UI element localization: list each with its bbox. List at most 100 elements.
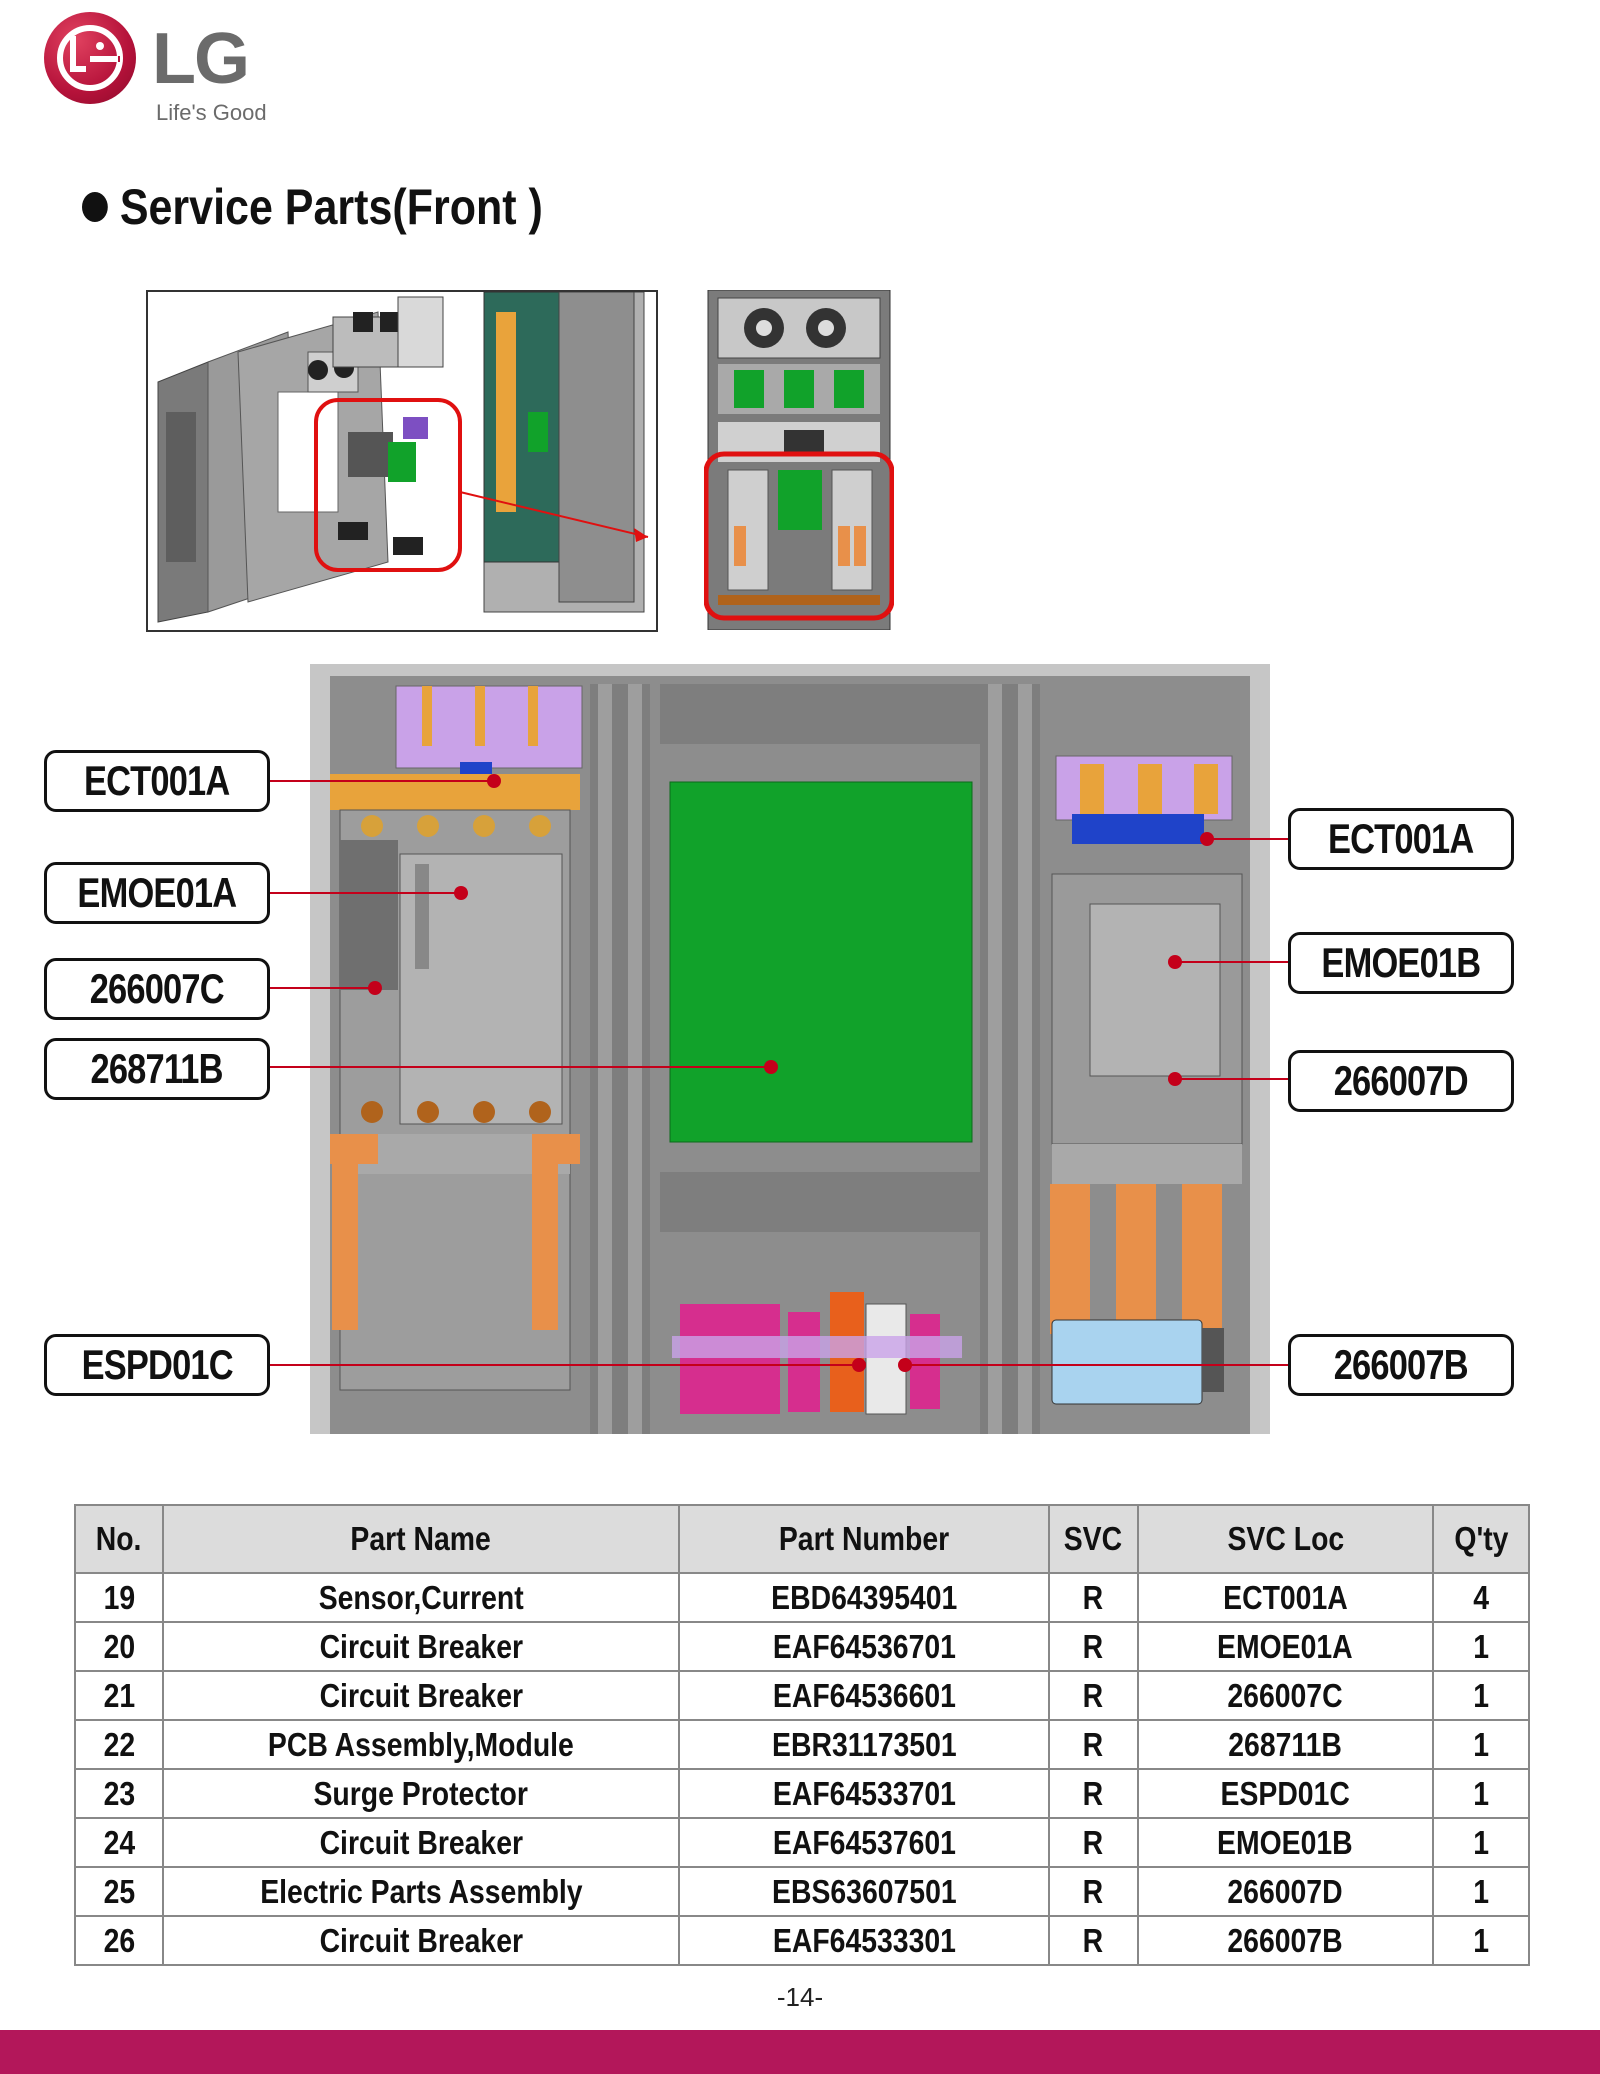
table-row: 22 PCB Assembly,Module EBR31173501 R 268711B… bbox=[74, 1719, 1530, 1770]
cell-value: Surge Protector bbox=[313, 1774, 529, 1812]
lg-logo: LG Life's Good bbox=[44, 12, 284, 132]
cell-qty: 1 bbox=[1432, 1768, 1530, 1819]
header-qty: Q'ty bbox=[1432, 1504, 1530, 1574]
leader-line bbox=[270, 987, 378, 989]
cell-value: R bbox=[1082, 1725, 1104, 1763]
callout-emoe01a: EMOE01A bbox=[44, 862, 270, 924]
cell-value: 24 bbox=[103, 1823, 135, 1861]
cell-qty: 1 bbox=[1432, 1817, 1530, 1868]
cell-value: Circuit Breaker bbox=[319, 1823, 523, 1861]
cell-part-name: Circuit Breaker bbox=[161, 1817, 681, 1868]
cell-value: 22 bbox=[103, 1725, 135, 1763]
cell-value: 266007B bbox=[1227, 1921, 1343, 1959]
header-svc: SVC bbox=[1047, 1504, 1139, 1574]
cell-value: 268711B bbox=[1228, 1725, 1343, 1763]
cell-value: R bbox=[1082, 1578, 1104, 1616]
cell-value: ESPD01C bbox=[1220, 1774, 1351, 1812]
callout-espd01c: ESPD01C bbox=[44, 1334, 270, 1396]
leader-dot bbox=[1200, 832, 1214, 846]
section-title: Service Parts(Front ) bbox=[82, 178, 543, 236]
cell-value: Circuit Breaker bbox=[319, 1921, 523, 1959]
cell-svc-loc: 266007D bbox=[1136, 1866, 1435, 1917]
cell-qty: 4 bbox=[1432, 1572, 1530, 1623]
callout-266007d: 266007D bbox=[1288, 1050, 1514, 1112]
callout-ect001a-left: ECT001A bbox=[44, 750, 270, 812]
cell-svc-loc: ECT001A bbox=[1136, 1572, 1435, 1623]
cell-value: Circuit Breaker bbox=[319, 1676, 523, 1714]
leader-line bbox=[270, 780, 494, 782]
cell-value: 26 bbox=[103, 1921, 135, 1959]
leader-dot bbox=[1168, 955, 1182, 969]
callout-label: ECT001A bbox=[1328, 815, 1474, 862]
cell-value: EBS63607501 bbox=[771, 1872, 957, 1910]
leader-dot bbox=[368, 981, 382, 995]
cell-part-name: Circuit Breaker bbox=[161, 1621, 681, 1672]
cell-no: 26 bbox=[74, 1915, 164, 1966]
cell-part-number: EAF64537601 bbox=[678, 1817, 1050, 1868]
cell-part-name: Sensor,Current bbox=[161, 1572, 681, 1623]
callout-label: EMOE01A bbox=[77, 869, 238, 916]
lg-logo-icon bbox=[44, 12, 136, 104]
cell-value: R bbox=[1082, 1627, 1104, 1665]
cell-part-number: EBR31173501 bbox=[678, 1719, 1050, 1770]
header-part-name: Part Name bbox=[161, 1504, 681, 1574]
cell-part-name: Surge Protector bbox=[161, 1768, 681, 1819]
cell-svc: R bbox=[1047, 1670, 1139, 1721]
callout-266007c: 266007C bbox=[44, 958, 270, 1020]
table-row: 23 Surge Protector EAF64533701 R ESPD01C 1 bbox=[74, 1768, 1530, 1819]
cell-value: EAF64533301 bbox=[772, 1921, 956, 1959]
callout-label: ESPD01C bbox=[81, 1341, 233, 1388]
cell-svc: R bbox=[1047, 1719, 1139, 1770]
leader-dot bbox=[487, 774, 501, 788]
cell-qty: 1 bbox=[1432, 1621, 1530, 1672]
header-no: No. bbox=[74, 1504, 164, 1574]
cell-svc-loc: 266007B bbox=[1136, 1915, 1435, 1966]
cell-qty: 1 bbox=[1432, 1670, 1530, 1721]
cell-svc: R bbox=[1047, 1768, 1139, 1819]
cell-no: 19 bbox=[74, 1572, 164, 1623]
cell-no: 21 bbox=[74, 1670, 164, 1721]
brand-name: LG bbox=[152, 19, 250, 99]
callout-label: ECT001A bbox=[84, 757, 230, 804]
cell-value: PCB Assembly,Module bbox=[268, 1725, 575, 1763]
leader-line bbox=[270, 1066, 770, 1068]
cell-part-number: EBS63607501 bbox=[678, 1866, 1050, 1917]
leader-line bbox=[1206, 838, 1288, 840]
cell-value: 23 bbox=[103, 1774, 135, 1812]
cell-no: 25 bbox=[74, 1866, 164, 1917]
callout-emoe01b: EMOE01B bbox=[1288, 932, 1514, 994]
bullet-icon bbox=[82, 192, 108, 222]
cell-value: EAF64533701 bbox=[772, 1774, 956, 1812]
cell-value: 1 bbox=[1473, 1627, 1489, 1665]
table-header-row: No. Part Name Part Number SVC SVC Loc Q'… bbox=[74, 1504, 1530, 1574]
leader-line bbox=[270, 1364, 860, 1366]
cell-value: EBR31173501 bbox=[771, 1725, 957, 1763]
cell-value: R bbox=[1082, 1921, 1104, 1959]
cell-value: 20 bbox=[103, 1627, 135, 1665]
cell-svc-loc: EMOE01B bbox=[1136, 1817, 1435, 1868]
leader-dot bbox=[898, 1358, 912, 1372]
cell-svc: R bbox=[1047, 1572, 1139, 1623]
cell-no: 24 bbox=[74, 1817, 164, 1868]
callout-label: 266007B bbox=[1333, 1341, 1469, 1388]
cell-value: 19 bbox=[103, 1578, 135, 1616]
cell-part-number: EBD64395401 bbox=[678, 1572, 1050, 1623]
cell-svc-loc: ESPD01C bbox=[1136, 1768, 1435, 1819]
cell-value: 21 bbox=[103, 1676, 135, 1714]
cell-part-name: PCB Assembly,Module bbox=[161, 1719, 681, 1770]
callout-label: 266007D bbox=[1333, 1057, 1469, 1104]
leader-dot bbox=[852, 1358, 866, 1372]
cell-part-name: Circuit Breaker bbox=[161, 1670, 681, 1721]
cell-value: 1 bbox=[1473, 1676, 1489, 1714]
cell-value: ECT001A bbox=[1223, 1578, 1348, 1616]
cell-value: EAF64536601 bbox=[772, 1676, 956, 1714]
cell-part-number: EAF64533301 bbox=[678, 1915, 1050, 1966]
cell-value: EBD64395401 bbox=[770, 1578, 958, 1616]
cell-value: R bbox=[1082, 1774, 1104, 1812]
header-label: No. bbox=[96, 1520, 142, 1557]
cell-part-name: Electric Parts Assembly bbox=[161, 1866, 681, 1917]
cell-value: R bbox=[1082, 1676, 1104, 1714]
leader-dot bbox=[1168, 1072, 1182, 1086]
